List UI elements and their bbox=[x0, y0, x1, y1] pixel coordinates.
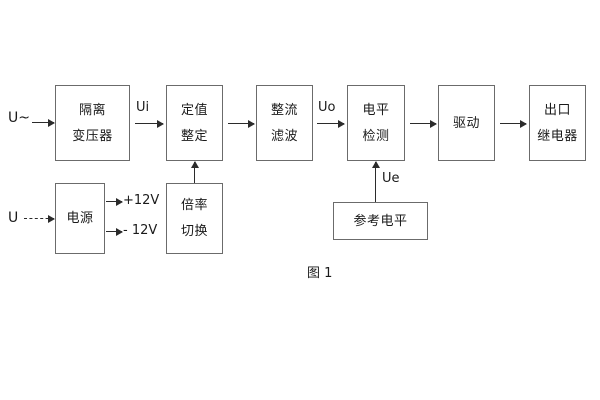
arrow-power-supply-rail-positive bbox=[106, 197, 123, 206]
rail-positive-label: +12V bbox=[123, 193, 160, 208]
dc-input-label: U bbox=[8, 210, 19, 226]
block-setting-value-line1: 定值 bbox=[180, 102, 208, 118]
rail-negative-label: - 12V bbox=[123, 223, 158, 238]
block-isolation-transformer-line2: 变压器 bbox=[72, 128, 113, 144]
block-multiplier-switch-line1: 倍率 bbox=[180, 198, 208, 213]
block-drive: 驱动 bbox=[438, 85, 495, 161]
block-setting-value: 定值 整定 bbox=[166, 85, 223, 161]
block-rectify-filter: 整流 滤波 bbox=[256, 85, 313, 161]
block-output-relay-line2: 继电器 bbox=[537, 128, 578, 144]
block-power-supply: 电源 bbox=[55, 183, 105, 254]
arrow-dc-input-to-power-supply bbox=[24, 215, 55, 223]
block-output-relay-line1: 出口 bbox=[543, 102, 571, 118]
block-rectify-filter-line2: 滤波 bbox=[270, 128, 298, 144]
signal-label-uo: Uo bbox=[318, 100, 336, 115]
block-multiplier-switch-line2: 切换 bbox=[180, 224, 208, 239]
ac-input-label: U~ bbox=[8, 110, 30, 126]
arrow-ac-input-to-isolation-transformer bbox=[32, 118, 55, 127]
block-setting-value-line2: 整定 bbox=[180, 128, 208, 144]
block-power-supply-line1: 电源 bbox=[66, 211, 94, 226]
signal-label-ui: Ui bbox=[136, 100, 150, 115]
block-level-detect-line1: 电平 bbox=[362, 102, 390, 118]
figure-caption: 图 1 bbox=[307, 266, 333, 281]
block-level-detect: 电平 检测 bbox=[347, 85, 405, 161]
block-reference-level: 参考电平 bbox=[333, 202, 428, 240]
block-multiplier-switch: 倍率 切换 bbox=[166, 183, 223, 254]
block-level-detect-line2: 检测 bbox=[362, 128, 390, 144]
block-drive-line1: 驱动 bbox=[452, 115, 480, 131]
arrow-drive-to-output-relay bbox=[500, 119, 527, 128]
arrow-setting-value-to-rectify-filter bbox=[228, 119, 255, 128]
arrow-rectify-filter-to-level-detect bbox=[317, 119, 345, 128]
arrow-reference-level-to-level-detect bbox=[371, 161, 380, 202]
arrow-isolation-transformer-to-setting-value bbox=[135, 119, 164, 128]
block-output-relay: 出口 继电器 bbox=[529, 85, 586, 161]
block-reference-level-line1: 参考电平 bbox=[353, 213, 408, 229]
arrow-level-detect-to-drive bbox=[410, 119, 437, 128]
block-isolation-transformer-line1: 隔离 bbox=[78, 102, 106, 118]
block-isolation-transformer: 隔离 变压器 bbox=[55, 85, 130, 161]
block-rectify-filter-line1: 整流 bbox=[270, 102, 298, 118]
arrow-multiplier-switch-to-setting-value bbox=[190, 161, 199, 183]
signal-label-ue: Ue bbox=[382, 171, 400, 186]
arrow-power-supply-rail-negative bbox=[106, 227, 123, 236]
